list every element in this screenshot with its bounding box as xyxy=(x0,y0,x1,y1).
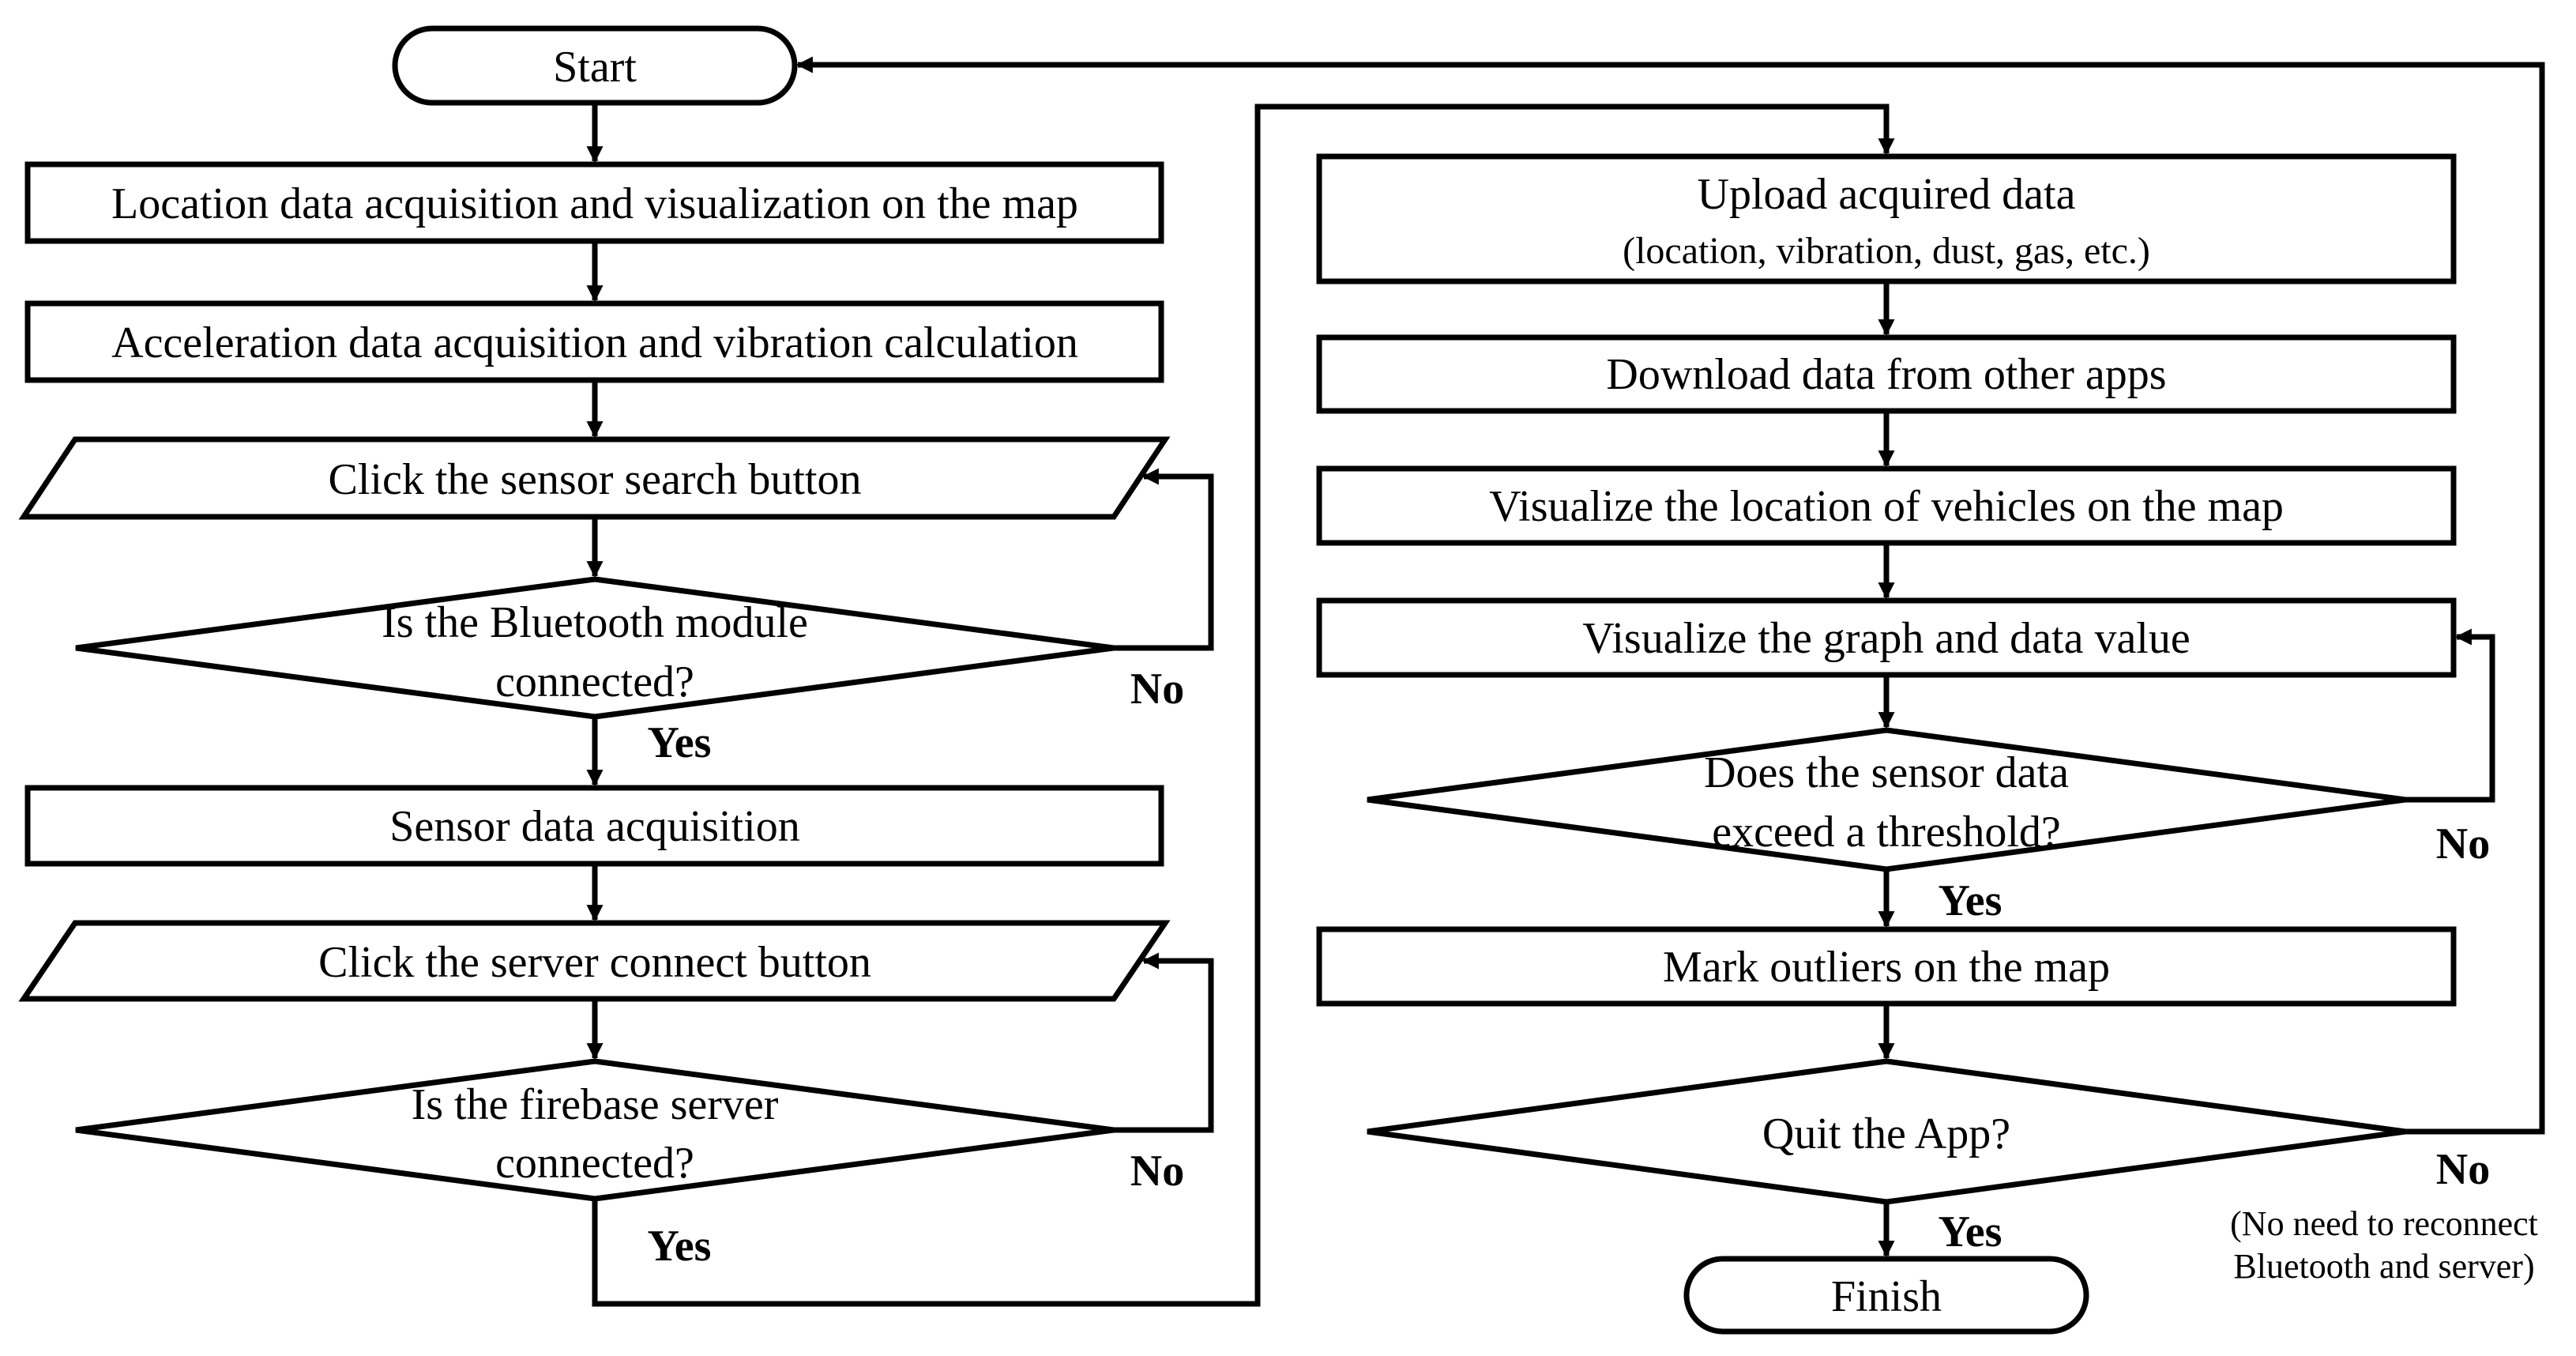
arrow-firebase-no-loop xyxy=(1114,952,1214,1133)
graph-process-label: Visualize the graph and data value xyxy=(1582,614,2190,663)
bluetooth-decision-line2: connected? xyxy=(495,657,694,706)
finish-terminal xyxy=(1683,1256,2089,1335)
bluetooth-yes-label: Yes xyxy=(648,718,712,767)
vehicles-process-box xyxy=(1316,465,2457,546)
sensor-search-input-label: Click the sensor search button xyxy=(329,455,862,504)
firebase-yes-label: Yes xyxy=(648,1222,712,1271)
finish-label: Finish xyxy=(1831,1272,1942,1321)
threshold-decision-line1: Does the sensor data xyxy=(1704,748,2069,797)
firebase-decision-line2: connected? xyxy=(495,1139,694,1188)
download-process-label: Download data from other apps xyxy=(1606,350,2166,399)
arrow-threshold-no-loop xyxy=(2405,628,2495,803)
vehicles-process-label: Visualize the location of vehicles on th… xyxy=(1489,482,2284,531)
upload-process-line1: Upload acquired data xyxy=(1698,170,2076,219)
bluetooth-no-label: No xyxy=(1130,665,1184,714)
bluetooth-decision-line1: Is the Bluetooth module xyxy=(382,598,808,647)
threshold-decision-line2: exceed a threshold? xyxy=(1712,808,2061,857)
acceleration-process-box xyxy=(24,300,1164,383)
no-reconnect-note-line2: Bluetooth and server) xyxy=(2233,1247,2534,1286)
quit-yes-label: Yes xyxy=(1939,1207,2003,1256)
acceleration-process-label: Acceleration data acquisition and vibrat… xyxy=(111,318,1078,367)
outliers-process-box xyxy=(1316,926,2457,1007)
location-process-label: Location data acquisition and visualizat… xyxy=(111,179,1078,228)
quit-no-label: No xyxy=(2436,1145,2490,1194)
server-connect-input-shape xyxy=(18,920,1171,1002)
sensor-search-input-shape xyxy=(18,436,1171,520)
quit-decision-label: Quit the App? xyxy=(1762,1109,2010,1158)
location-process-box xyxy=(24,161,1164,244)
no-reconnect-note-line1: (No need to reconnect xyxy=(2230,1204,2538,1243)
upload-process-box xyxy=(1316,153,2457,284)
firebase-decision-line1: Is the firebase server xyxy=(412,1080,779,1129)
start-label: Start xyxy=(553,43,637,92)
download-process-box xyxy=(1316,334,2457,414)
upload-process-line2: (location, vibration, dust, gas, etc.) xyxy=(1623,230,2150,272)
threshold-no-label: No xyxy=(2436,819,2490,868)
graph-process-box xyxy=(1316,597,2457,678)
firebase-no-label: No xyxy=(1130,1147,1184,1196)
arrow-firebase-yes-to-upload xyxy=(592,104,1895,1307)
outliers-process-label: Mark outliers on the map xyxy=(1663,943,2110,992)
arrow-quit-no-to-start xyxy=(795,56,2545,1135)
threshold-yes-label: Yes xyxy=(1939,876,2003,925)
arrow-bluetooth-no-loop xyxy=(1114,468,1214,651)
server-connect-input-label: Click the server connect button xyxy=(318,938,871,987)
sensor-data-process-label: Sensor data acquisition xyxy=(389,802,799,851)
